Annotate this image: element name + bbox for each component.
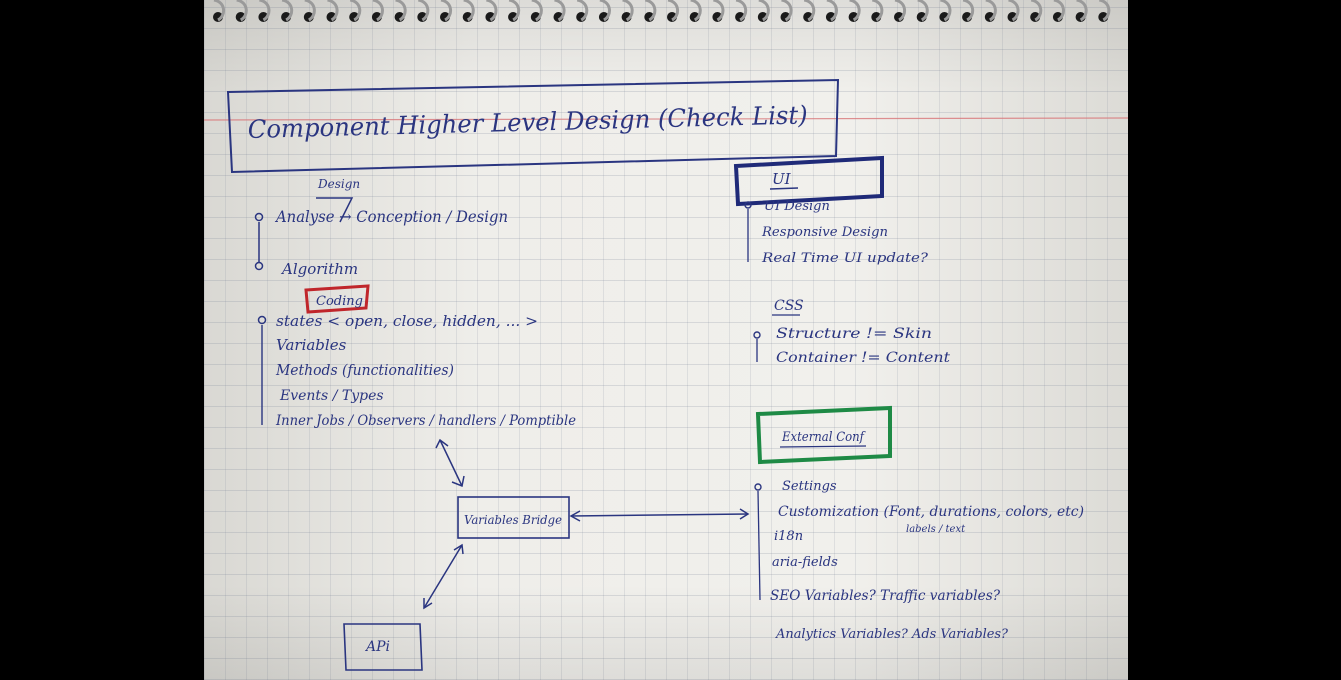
ui-header-underline <box>769 187 799 190</box>
conf-item-seo: SEO Variables? Traffic variables? <box>770 588 1000 604</box>
external-conf-list: Settings Customization (Font, durations,… <box>754 479 1084 642</box>
analysis-line: Analyse → Conception / Design <box>274 207 508 226</box>
spiral-ring <box>826 0 838 22</box>
spiral-ring <box>508 0 521 22</box>
spiral-ring <box>372 0 384 22</box>
ui-item-ui-design: UI Design <box>764 199 830 214</box>
external-conf-underline <box>779 445 867 448</box>
coding-item-inner-jobs: Inner Jobs / Observers / handlers / Pomp… <box>275 413 576 429</box>
conf-item-settings: Settings <box>782 479 837 494</box>
conf-item-customization: Customization (Font, durations, colors, … <box>778 504 1084 520</box>
algorithm-label: Algorithm <box>280 260 358 278</box>
coding-item-variables: Variables <box>276 336 347 354</box>
spiral-ring <box>327 0 339 22</box>
ui-item-responsive: Responsive Design <box>761 225 888 240</box>
spiral-ring <box>962 0 975 22</box>
spiral-ring <box>236 0 248 22</box>
bullet-states <box>257 315 267 325</box>
spiral-ring <box>485 0 498 22</box>
double-arrow-inner-jobs-bridge <box>435 438 465 488</box>
spiral-ring <box>735 0 748 22</box>
css-item-structure: Structure != Skin <box>776 326 932 342</box>
spiral-ring <box>644 0 657 22</box>
spiral-ring <box>758 0 770 22</box>
coding-item-events: Events / Types <box>279 388 384 404</box>
css-list: Structure != Skin Container != Content <box>753 326 950 366</box>
spiral-ring <box>985 0 997 22</box>
title-box <box>226 78 840 174</box>
design-arrow <box>316 197 354 223</box>
spiral-ring <box>463 0 475 22</box>
spiral-ring <box>440 0 452 22</box>
double-arrow-bridge-conf <box>569 508 750 522</box>
spiral-ring <box>712 0 725 22</box>
variables-bridge-label: Variables Bridge <box>464 513 562 527</box>
spiral-ring <box>304 0 316 22</box>
spiral-ring <box>395 0 407 22</box>
api-box <box>343 623 423 671</box>
title-text: Component Higher Level Design (Check Lis… <box>247 100 808 144</box>
spiral-ring <box>803 0 816 22</box>
spiral-ring <box>781 0 793 22</box>
bullet-settings <box>754 483 762 491</box>
spiral-ring <box>667 0 679 22</box>
spiral-ring <box>213 0 225 22</box>
coding-label: Coding <box>316 294 363 309</box>
coding-item-states: states < open, close, hidden, ... > <box>276 312 538 330</box>
bullet-ui-design <box>744 201 752 209</box>
spiral-ring <box>1030 0 1043 22</box>
ui-list: UI Design Responsive Design Real Time UI… <box>744 199 929 266</box>
notebook-page <box>204 0 1128 680</box>
external-conf-header: External Conf <box>781 430 866 445</box>
spiral-ring <box>417 0 430 22</box>
bullet-analysis <box>254 212 264 222</box>
bullet-algorithm <box>254 261 264 271</box>
double-arrow-bridge-api <box>423 543 464 610</box>
coding-item-methods: Methods (functionalities) <box>275 361 454 379</box>
customization-note: labels / text <box>906 524 966 535</box>
coding-list: states < open, close, hidden, ... > Vari… <box>257 312 576 429</box>
spiral-ring <box>281 0 294 22</box>
spiral-ring <box>1076 0 1088 22</box>
ui-item-realtime: Real Time UI update? <box>761 251 929 266</box>
spiral-binding <box>213 0 1111 22</box>
spiral-ring <box>349 0 362 22</box>
right-black-margin <box>1128 0 1341 680</box>
conf-item-analytics: Analytics Variables? Ads Variables? <box>775 627 1009 642</box>
external-conf-box <box>755 405 892 465</box>
design-note: Design <box>317 177 360 191</box>
spiral-ring <box>939 0 952 22</box>
spiral-ring <box>576 0 589 22</box>
conf-item-aria: aria-fields <box>772 555 838 570</box>
spiral-ring <box>258 0 271 22</box>
spiral-ring <box>599 0 611 22</box>
spiral-ring <box>1008 0 1020 22</box>
left-black-margin <box>0 0 204 680</box>
variables-bridge-box <box>457 496 570 539</box>
css-item-container: Container != Content <box>776 350 950 366</box>
spiral-ring <box>531 0 543 22</box>
spiral-ring <box>849 0 861 22</box>
api-label: APi <box>364 639 390 655</box>
red-margin-line <box>203 117 1129 121</box>
spiral-ring <box>871 0 884 22</box>
spiral-ring <box>622 0 634 22</box>
spiral-ring <box>894 0 906 22</box>
css-header: CSS <box>774 298 804 314</box>
spiral-ring <box>690 0 702 22</box>
bullet-structure <box>753 331 761 339</box>
conf-item-i18n: i18n <box>774 529 803 544</box>
ui-box <box>733 155 884 207</box>
spiral-ring <box>1098 0 1111 22</box>
spiral-ring <box>917 0 929 22</box>
coding-box <box>304 284 370 314</box>
external-list-connector <box>757 490 761 601</box>
spiral-ring <box>554 0 566 22</box>
spiral-ring <box>1053 0 1065 22</box>
ui-header: UI <box>772 170 792 188</box>
